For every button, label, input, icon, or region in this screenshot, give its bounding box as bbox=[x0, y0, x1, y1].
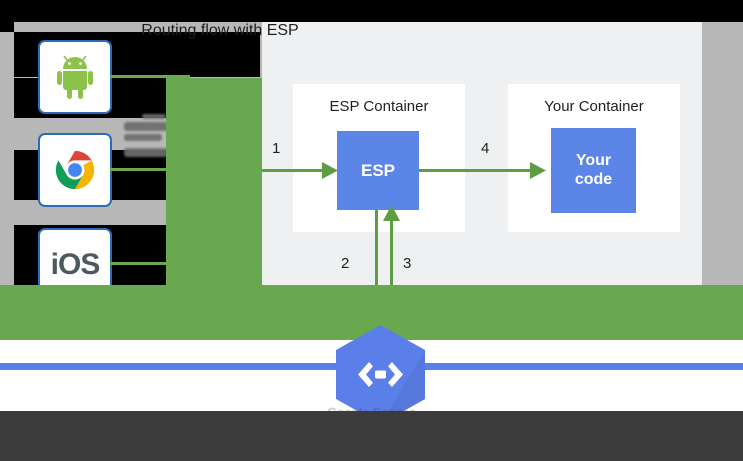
connector-line bbox=[110, 168, 190, 171]
redaction-block bbox=[0, 22, 14, 32]
your-code-line2: code bbox=[574, 170, 613, 188]
step-number-1: 1 bbox=[272, 140, 281, 157]
ios-label: iOS bbox=[50, 248, 101, 281]
top-black-bar bbox=[0, 0, 743, 22]
your-container-label: Your Container bbox=[544, 98, 644, 115]
your-code-node: Your code bbox=[551, 128, 636, 213]
step-number-3: 3 bbox=[403, 255, 412, 272]
arrow-4-line bbox=[419, 169, 534, 172]
android-icon bbox=[57, 55, 93, 99]
step-number-4: 4 bbox=[481, 140, 490, 157]
arrow-1-line bbox=[262, 169, 326, 172]
esp-node: ESP bbox=[337, 131, 419, 210]
smudged-label bbox=[142, 114, 166, 119]
client-tile-chrome[interactable] bbox=[38, 133, 112, 207]
bottom-dark-bar bbox=[0, 411, 743, 461]
connector-line bbox=[110, 262, 190, 265]
smudged-label bbox=[124, 134, 162, 141]
esp-container-label: ESP Container bbox=[329, 98, 429, 115]
step-number-2: 2 bbox=[341, 255, 350, 272]
your-code-line1: Your bbox=[575, 152, 612, 170]
arrow-3-line bbox=[390, 212, 393, 340]
arrow-4-head bbox=[530, 162, 546, 179]
chrome-icon bbox=[55, 150, 95, 190]
arrow-1-head bbox=[322, 162, 338, 179]
smudged-label bbox=[124, 122, 168, 131]
panel-title: Routing flow with ESP bbox=[141, 22, 299, 39]
right-gutter bbox=[702, 22, 743, 310]
arrow-2-line bbox=[375, 210, 378, 340]
client-tile-android[interactable] bbox=[38, 40, 112, 114]
arrow-3-head bbox=[383, 205, 400, 221]
connector-line bbox=[110, 75, 190, 78]
google-service-control-hexagon-icon bbox=[336, 325, 425, 424]
smudged-label bbox=[124, 148, 168, 157]
